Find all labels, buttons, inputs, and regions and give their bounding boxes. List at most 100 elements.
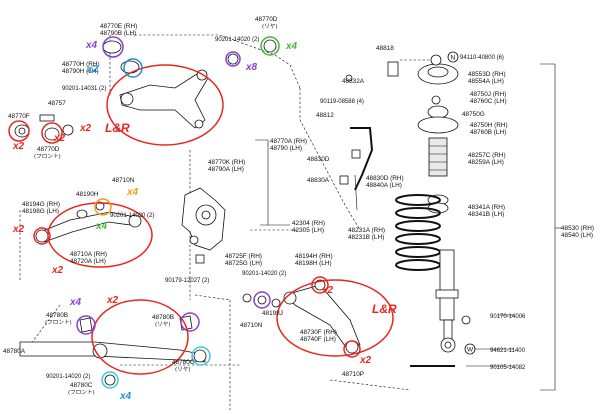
label-48231a: 48231A (RH): [348, 227, 385, 234]
highlight-upper-arm: [106, 64, 224, 146]
label-48770d-top-jp: (リヤ): [262, 24, 278, 30]
label-48341a: 48341A (RH): [468, 204, 505, 211]
label-48198g: 48198G (LH): [22, 208, 59, 215]
label-48770e: 48770E (RH): [100, 23, 137, 30]
n-symbol: N: [451, 55, 456, 62]
label-48770a: 48770A (RH): [270, 138, 307, 145]
label-48830a: 48830A: [307, 177, 330, 184]
label-48750j: 48750J (RH): [470, 91, 506, 98]
qty-x2-red-mid-1: x2: [12, 224, 25, 235]
label-48750h: 48750H (RH): [470, 122, 508, 129]
qty-x2-red-mid-2: x2: [51, 265, 64, 276]
label-48780c-front-jp: (フロント): [68, 389, 95, 396]
label-90170: 90170-14006: [490, 314, 526, 320]
label-48725f: 48725F (RH): [225, 253, 262, 260]
qty-x4-purple-top: x4: [85, 40, 98, 51]
label-48780b-front: 48780B: [46, 312, 68, 319]
highlight-toe-arm: [47, 202, 153, 268]
w-symbol: W: [467, 347, 474, 354]
highlight-nut-blue: [123, 58, 143, 78]
highlight-purple-low-1: [76, 315, 96, 335]
label-90105: 90105-14082: [490, 365, 526, 371]
label-48770f: 48770F: [8, 113, 30, 120]
upper-control-arm: [119, 69, 209, 129]
qty-x2-red-low-3: x2: [359, 355, 372, 366]
label-42305: 42305 (LH): [292, 227, 324, 234]
highlight-trailing-arm: [91, 299, 189, 375]
spec-symbols: N W: [447, 51, 476, 355]
label-48710p: 48710P: [342, 371, 364, 378]
highlight-orange: [94, 198, 112, 216]
qty-x2-red-left-1: x2: [12, 141, 25, 152]
label-48730f: 48730F (RH): [300, 329, 337, 336]
qty-x4-blue-bottom: x4: [119, 391, 132, 402]
qty-x2-red-lower-right: x2: [321, 285, 334, 296]
label-90201-14020-low: 90201-14020 (2): [242, 271, 286, 277]
label-48770d-top: 48770D: [255, 16, 278, 23]
quantity-annotations: x4 x2 x4 x8 x2 x2 x2 L&R x4 x4 x2 x2 x4 …: [12, 40, 397, 402]
highlight-lower-arm: [276, 279, 394, 357]
label-48780b-front-jp: (フロント): [45, 319, 72, 326]
label-48554a: 48554A (LH): [468, 78, 504, 85]
part-labels: 48770D (リヤ) 48770E (RH) 48790B (LH) 4877…: [3, 16, 594, 396]
highlight-washer-purple: [225, 51, 241, 67]
label-48231b: 48231B (LH): [348, 234, 384, 241]
label-48830d-rh: 48830D (RH): [366, 175, 404, 182]
label-48710n-top: 48710N: [112, 177, 135, 184]
label-48198h: 48198H (LH): [295, 260, 332, 267]
qty-x4-green-mid: x4: [95, 221, 108, 232]
label-42304: 42304 (RH): [292, 220, 325, 227]
label-90201-14020-top: 90201-14020 (2): [215, 37, 259, 43]
label-48770d-front: 48770D: [37, 146, 60, 153]
stabilizer-bar: [339, 61, 399, 211]
label-48812: 48812: [316, 112, 334, 119]
label-48780c-rear: 48780C: [172, 359, 195, 366]
label-48259a: 48259A (LH): [468, 159, 504, 166]
highlight-lower-bushings: [253, 291, 271, 309]
label-48725g: 48725G (LH): [225, 260, 262, 267]
label-48740f: 48740F (LH): [300, 336, 336, 343]
qty-lr-low: L&R: [372, 302, 397, 316]
label-90119: 90119-08588 (4): [320, 99, 364, 105]
label-48770k: 48770K (RH): [208, 159, 245, 166]
label-48770d-front-jp: (フロント): [34, 153, 61, 160]
highlight-lower-rear: [343, 340, 361, 358]
label-48790: 48790 (LH): [270, 145, 302, 152]
label-48750g: 48750G: [462, 111, 485, 118]
label-48341b: 48341B (LH): [468, 211, 504, 218]
label-90201-14020-bottom: 90201-14020 (2): [46, 374, 90, 380]
label-48790h: 48790H (LH): [62, 68, 99, 75]
label-48790b: 48790B (LH): [100, 30, 136, 37]
label-90201-14031: 90201-14031 (2): [62, 86, 106, 92]
label-48780b-rear: 48780B: [152, 314, 174, 321]
highlight-nut-green: [260, 36, 280, 56]
label-48760c: 48760C (LH): [470, 98, 507, 105]
label-48198j: 48198J: [262, 310, 283, 317]
label-48530: 48530 (RH): [561, 225, 594, 232]
label-94621: 94621-11400: [490, 348, 526, 354]
qty-x2-red-left-2: x2: [53, 133, 66, 144]
label-48790a: 48790A (LH): [208, 166, 244, 173]
highlight-cyan-2: [101, 371, 119, 389]
label-48832a: 48832A: [342, 78, 365, 85]
label-48780b-rear-jp: (リヤ): [155, 322, 171, 328]
leader-lines: [19, 34, 562, 410]
label-48553d: 48553D (RH): [468, 71, 506, 78]
label-48760b: 48760B (LH): [470, 129, 506, 136]
label-90201-14020-mid: 90201-14020 (2): [110, 213, 154, 219]
qty-x4-green-top: x4: [285, 41, 298, 52]
highlights: [8, 36, 394, 389]
label-90179: 90179-12027 (2): [165, 278, 209, 284]
highlight-cam-purple: [102, 36, 124, 58]
label-48757: 48757: [48, 100, 66, 107]
label-48194h: 48194H (RH): [295, 253, 333, 260]
label-48540: 48540 (LH): [561, 232, 593, 239]
label-94110: 94110-40800 (6): [460, 55, 504, 61]
label-48780c-rear-jp: (リヤ): [175, 367, 191, 373]
label-48720a: 48720A (LH): [70, 258, 106, 265]
label-48257c: 48257C (RH): [468, 152, 506, 159]
label-48710n-low: 48710N: [240, 322, 263, 329]
highlight-bushing-2: [41, 122, 63, 144]
